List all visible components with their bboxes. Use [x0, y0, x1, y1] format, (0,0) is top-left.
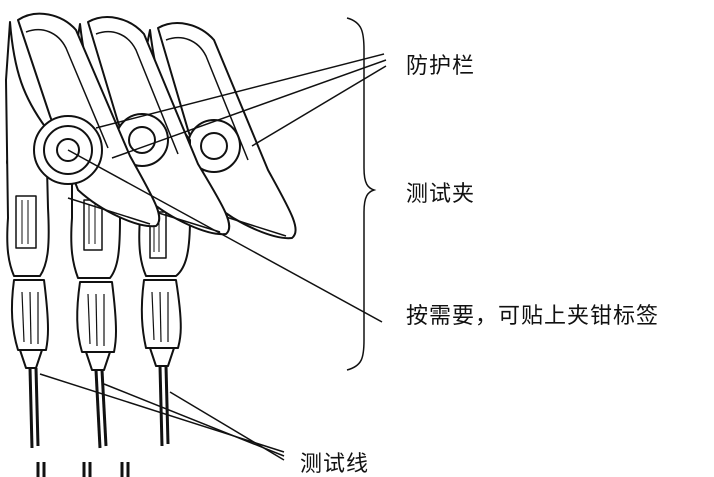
brace [346, 17, 377, 371]
label-clip-tag: 按需要，可贴上夹钳标签 [406, 304, 660, 329]
test-clip-1 [5, 12, 161, 449]
label-test-clip: 测试夹 [406, 182, 476, 207]
wire-stubs [36, 462, 130, 477]
label-guard: 防护栏 [406, 54, 476, 79]
label-test-lead: 测试线 [300, 452, 370, 477]
